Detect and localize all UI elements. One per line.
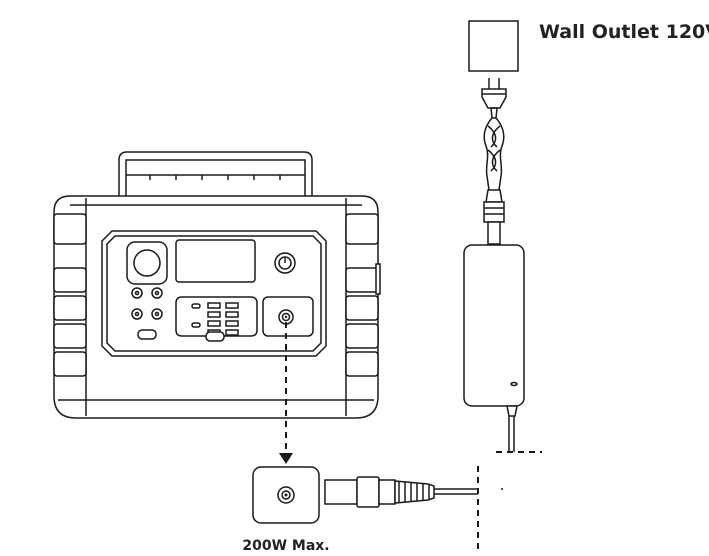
- zoom-arrow: [279, 322, 293, 464]
- ac-outlet: [126, 241, 168, 285]
- right-bumpers: [345, 213, 381, 377]
- ac-button: [137, 329, 157, 340]
- usb-button: [205, 331, 225, 342]
- power-button: [274, 252, 296, 274]
- power-adapter: [463, 244, 525, 407]
- dc-ports: [131, 287, 163, 320]
- carry-handle: [118, 151, 313, 197]
- left-bumpers: [53, 213, 87, 377]
- lcd-screen: [175, 239, 256, 283]
- wall-outlet-label: Wall Outlet 120V: [539, 21, 709, 43]
- max-power-label: 200W Max.: [242, 538, 329, 554]
- dc-input-port: [262, 296, 314, 337]
- usb-ports: [175, 296, 258, 337]
- wall-outlet-icon: [468, 20, 519, 72]
- dc-plug: [324, 476, 478, 508]
- adapter-dc-cable: [506, 405, 518, 452]
- ac-plug: [481, 78, 507, 119]
- ac-cord: [483, 117, 505, 191]
- iec-connector: [483, 189, 505, 245]
- power-station: [53, 151, 381, 419]
- dc-input-port-closeup: [252, 466, 320, 524]
